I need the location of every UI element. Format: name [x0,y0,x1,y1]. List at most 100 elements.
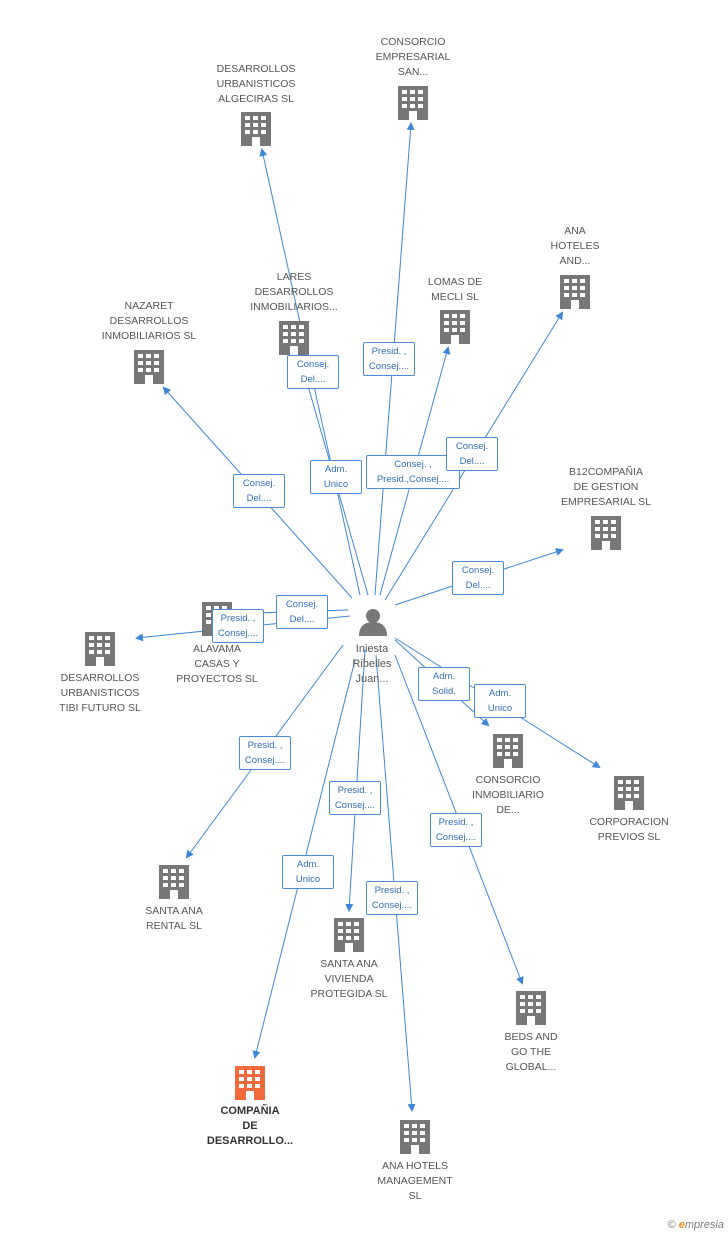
company-label-line: SL [408,1190,422,1202]
building-icon-consorcio-empresarial-san[interactable] [398,86,428,120]
relation-role-text: Presid. , [438,817,474,828]
relation-role-text: Consej.... [334,800,376,811]
relation-role-text: Presid. , [220,613,256,624]
center-name-line-3: Juan... [355,673,389,685]
company-label-line: CONSORCIO [475,774,541,786]
company-label-line: GLOBAL... [505,1061,557,1073]
company-label-compania-de-desarrollo[interactable]: COMPAÑIA DE DESARROLLO... [190,1104,310,1149]
building-icon-beds-and-go-the-global[interactable] [516,991,546,1025]
relation-role-text: Del.... [465,580,491,591]
company-label-consorcio-inmobiliario-de[interactable]: CONSORCIO INMOBILIARIO DE... [448,773,568,818]
company-label-line: DE GESTION [573,481,639,493]
relation-role-text: Consej. [461,565,495,576]
building-icon-b12compania-de-gestion[interactable] [591,516,621,550]
relation-role-text: Presid. , [247,740,283,751]
relation-role-text: Del.... [300,374,326,385]
relation-badge-rel-lomas[interactable]: Consej. ,Presid.,Consej.... [366,455,460,489]
company-label-line: VIVIENDA [324,973,374,985]
building-icon-nazaret-desarrollos-inmobiliarios[interactable] [134,350,164,384]
relation-badge-rel-ana-hoteles[interactable]: Consej. Del.... [446,437,498,471]
building-icon-compania-de-desarrollo[interactable] [235,1066,265,1100]
building-icon-ana-hotels-management[interactable] [400,1120,430,1154]
company-label-line: DE [242,1120,258,1132]
relation-role-text: Del.... [459,456,485,467]
relation-badge-rel-compania[interactable]: Adm.Unico [282,855,334,889]
relation-badge-rel-lares[interactable]: Consej.Del.... [287,355,339,389]
building-icon-lares-desarrollos-inmobiliarios[interactable] [279,321,309,355]
relation-role-text: Del.... [246,493,272,504]
company-label-line: NAZARET [124,300,174,312]
building-icon-lomas-de-mecli[interactable] [440,310,470,344]
building-icon-santa-ana-rental[interactable] [159,865,189,899]
building-icon-ana-hoteles-and[interactable] [560,275,590,309]
center-name-line-2: Ribelles [352,658,392,670]
building-icon-corporacion-previos[interactable] [614,776,644,810]
company-label-line: COMPAÑIA [220,1105,280,1117]
relation-role-text: Adm. [324,464,348,475]
empresia-brand[interactable]: © empresia [668,1219,724,1231]
relation-role-text: Consej. [455,441,489,452]
relation-badge-rel-alavama[interactable]: Consej.Del.... [276,595,328,629]
company-label-line: PREVIOS SL [597,831,661,843]
relation-badge-rel-b12[interactable]: Consej. Del.... [452,561,504,595]
relation-badge-rel-corporacion[interactable]: Adm.Unico [474,684,526,718]
center-name-line-1: Iniesta [355,643,389,655]
relation-role-text: Presid.,Consej.... [376,474,450,485]
company-label-line: DE... [496,804,520,816]
icons-layer [85,86,644,1154]
relation-badge-rel-santa-ana-rental[interactable]: Presid. , Consej.... [239,736,291,770]
company-label-line: INMOBILIARIO [472,789,544,801]
company-label-line: ALAVAMA [192,643,242,655]
relation-role-text: Adm. [296,859,320,870]
relation-badge-rel-nazaret[interactable]: Consej.Del.... [233,474,285,508]
building-icon-consorcio-inmobiliario-de[interactable] [493,734,523,768]
company-label-line: MECLI SL [431,291,479,303]
relation-badge-rel-ana-hotels-management[interactable]: Presid. ,Consej.... [366,881,418,915]
relation-role-text: Consej.... [244,755,286,766]
company-label-b12compania-de-gestion[interactable]: B12COMPAÑIA DE GESTION EMPRESARIAL SL [546,465,666,510]
company-label-line: B12COMPAÑIA [569,466,643,478]
relation-badge-rel-consorcio-inmobiliario[interactable]: Adm.Solid. [418,667,470,701]
company-label-line: DESARROLLOS [60,672,140,684]
building-icon-desarrollos-urbanisticos-algeciras[interactable] [241,112,271,146]
relation-badge-rel-consorcio-empresarial[interactable]: Presid. ,Consej.... [363,342,415,376]
company-label-line: LARES [276,271,312,283]
company-label-line: INMOBILIARIOS... [250,301,338,313]
company-label-line: GO THE [510,1046,552,1058]
company-label-line: EMPRESARIAL SL [560,496,652,508]
relation-badge-rel-santa-ana-vivienda[interactable]: Presid. ,Consej.... [329,781,381,815]
relation-badge-rel-algeciras[interactable]: Adm.Unico [310,460,362,494]
relation-badge-rel-beds[interactable]: Presid. ,Consej.... [430,813,482,847]
company-label-line: CASAS Y [194,658,240,670]
relation-role-text: Unico [487,703,513,714]
relation-role-text: Consej. [285,599,319,610]
person-icon[interactable] [359,609,387,636]
company-label-line: CONSORCIO [380,36,446,48]
company-label-line: URBANISTICOS [216,78,296,90]
center-person-name[interactable]: Iniesta Ribelles Juan... [327,642,417,687]
company-label-line: SAN... [397,66,429,78]
company-label-line: DESARROLLO... [206,1135,294,1147]
relation-role-text: Consej.... [368,361,410,372]
company-label-line: URBANISTICOS [60,687,140,699]
company-label-line: DESARROLLOS [216,63,296,75]
building-icon-santa-ana-vivienda-protegida[interactable] [334,918,364,952]
building-icon-desarrollos-urbanisticos-tibi-futuro[interactable] [85,632,115,666]
company-label-line: SANTA ANA [145,905,203,917]
company-label-line: HOTELES [550,240,600,252]
relation-badge-rel-tibi[interactable]: Presid. ,Consej.... [212,609,264,643]
company-label-line: ANA HOTELS [382,1160,448,1172]
